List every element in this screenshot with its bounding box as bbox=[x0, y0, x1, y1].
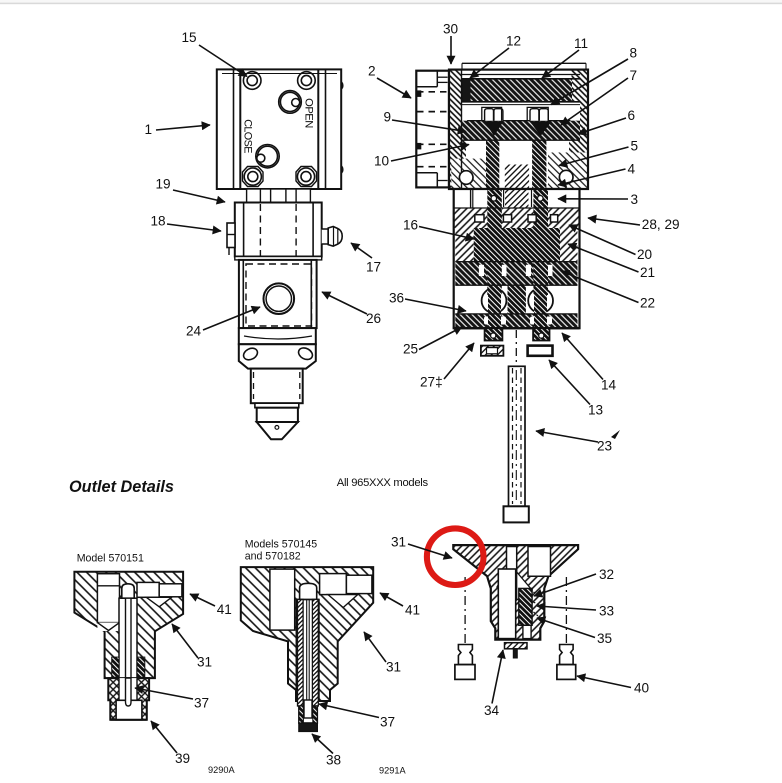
svg-text:9291A: 9291A bbox=[379, 766, 406, 776]
svg-text:27‡: 27‡ bbox=[420, 375, 443, 390]
svg-text:3: 3 bbox=[631, 192, 639, 207]
svg-text:All 965XXX models: All 965XXX models bbox=[337, 477, 429, 489]
svg-text:7: 7 bbox=[630, 68, 638, 83]
svg-text:Model 570151: Model 570151 bbox=[77, 553, 144, 565]
svg-text:12: 12 bbox=[506, 34, 521, 49]
svg-text:CLOSE: CLOSE bbox=[242, 119, 254, 153]
svg-text:21: 21 bbox=[640, 265, 655, 280]
svg-text:31: 31 bbox=[386, 660, 401, 675]
svg-text:41: 41 bbox=[405, 603, 420, 618]
svg-text:26: 26 bbox=[366, 311, 381, 326]
svg-text:14: 14 bbox=[601, 378, 617, 393]
svg-text:13: 13 bbox=[588, 403, 603, 418]
svg-text:1: 1 bbox=[145, 122, 153, 137]
svg-text:5: 5 bbox=[631, 139, 639, 154]
svg-text:33: 33 bbox=[599, 604, 614, 619]
svg-text:38: 38 bbox=[326, 753, 341, 768]
svg-text:25: 25 bbox=[403, 342, 418, 357]
svg-text:36: 36 bbox=[389, 291, 404, 306]
svg-text:31: 31 bbox=[391, 535, 406, 550]
svg-text:31: 31 bbox=[197, 655, 212, 670]
svg-text:Outlet Details: Outlet Details bbox=[69, 478, 174, 496]
svg-text:15: 15 bbox=[182, 30, 197, 45]
svg-text:34: 34 bbox=[484, 703, 500, 718]
svg-text:28, 29: 28, 29 bbox=[642, 217, 680, 232]
svg-text:41: 41 bbox=[217, 602, 232, 617]
svg-text:8: 8 bbox=[630, 46, 638, 61]
svg-text:35: 35 bbox=[597, 631, 612, 646]
svg-text:24: 24 bbox=[186, 324, 202, 339]
svg-text:18: 18 bbox=[151, 214, 166, 229]
svg-text:OPEN: OPEN bbox=[303, 98, 315, 128]
svg-text:and 570182: and 570182 bbox=[245, 551, 301, 563]
svg-text:10: 10 bbox=[374, 154, 390, 169]
svg-text:9: 9 bbox=[384, 110, 392, 125]
svg-text:20: 20 bbox=[637, 247, 653, 262]
svg-text:11: 11 bbox=[574, 36, 588, 51]
svg-text:32: 32 bbox=[599, 567, 614, 582]
svg-text:23: 23 bbox=[597, 439, 612, 454]
svg-text:40: 40 bbox=[634, 681, 650, 696]
svg-text:39: 39 bbox=[175, 751, 190, 766]
svg-text:19: 19 bbox=[156, 177, 171, 192]
svg-text:Models 570145: Models 570145 bbox=[245, 539, 318, 551]
svg-text:4: 4 bbox=[628, 162, 636, 177]
svg-text:37: 37 bbox=[380, 715, 395, 730]
svg-text:2: 2 bbox=[368, 64, 376, 79]
svg-text:22: 22 bbox=[640, 296, 655, 311]
svg-text:9290A: 9290A bbox=[208, 765, 235, 775]
svg-text:30: 30 bbox=[443, 22, 459, 37]
svg-text:37: 37 bbox=[194, 696, 209, 711]
svg-text:16: 16 bbox=[403, 218, 418, 233]
svg-text:17: 17 bbox=[366, 260, 381, 275]
svg-text:6: 6 bbox=[628, 108, 636, 123]
